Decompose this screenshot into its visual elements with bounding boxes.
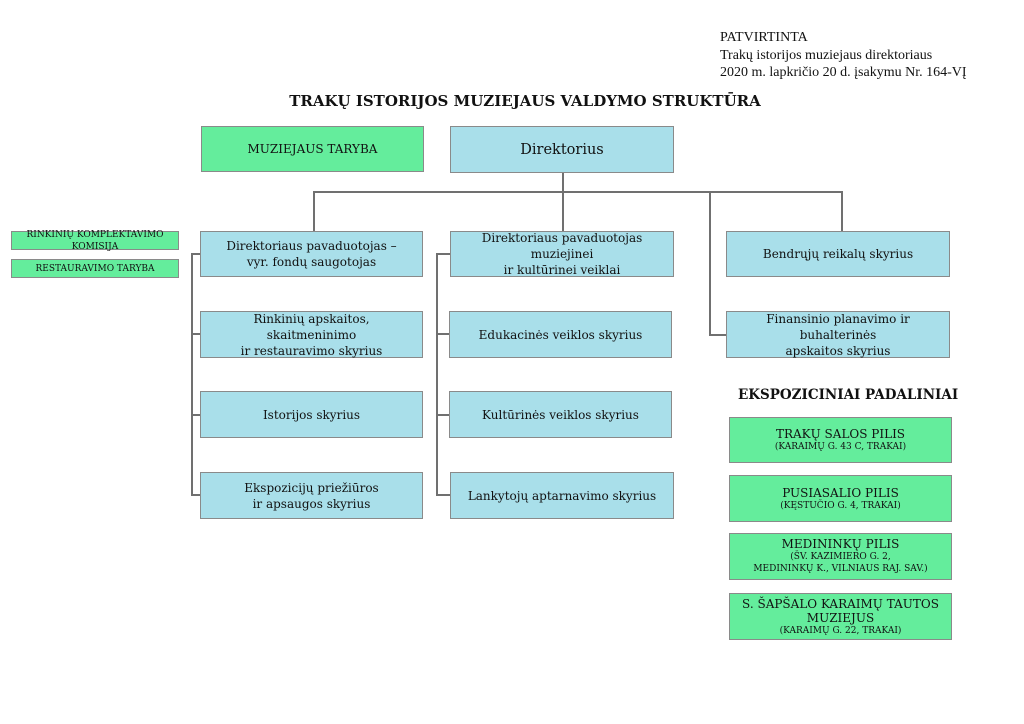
unit-line-1: Istorijos skyrius	[262, 407, 361, 422]
unit-line-1: Kultūrinės veiklos skyrius	[482, 407, 639, 422]
approval-note: PATVIRTINTA Trakų istorijos muziejaus di…	[720, 29, 967, 82]
restoration-council-box: RESTAURAVIMO TARYBA	[11, 259, 179, 278]
finance-unit: Finansinio planavimo ir buhalterinės aps…	[726, 311, 950, 358]
unit-line-1: Ekspozicijų priežiūros	[244, 480, 379, 495]
exposition-unit-name: S. ŠAPŠALO KARAIMŲ TAUTOS	[742, 596, 939, 611]
unit-line-2: ir apsaugos skyrius	[252, 496, 371, 511]
deputy-culture-box: Direktoriaus pavaduotojas muziejinei ir …	[450, 231, 674, 277]
exposition-unit-address: (KĘSTUČIO G. 4, TRAKAI)	[780, 500, 901, 511]
approval-line-1: PATVIRTINTA	[720, 30, 808, 45]
exposition-unit-karaim-museum: S. ŠAPŠALO KARAIMŲ TAUTOS MUZIEJUS (KARA…	[729, 593, 952, 640]
exposition-unit-address-2: MEDININKŲ K., VILNIAUS RAJ. SAV.)	[753, 564, 928, 574]
exposition-unit-island-castle: TRAKŲ SALOS PILIS (KARAIMŲ G. 43 C, TRAK…	[729, 417, 952, 463]
collection-commission-box: RINKINIŲ KOMPLEKTAVIMO KOMISIJA	[11, 229, 179, 252]
museum-council-label: MUZIEJAUS TARYBA	[247, 142, 378, 156]
general-affairs-unit: Bendrųjų reikalų skyrius	[726, 231, 950, 277]
history-unit: Istorijos skyrius	[200, 391, 423, 438]
approval-line-3: 2020 m. lapkričio 20 d. įsakymu Nr. 164-…	[720, 65, 967, 80]
collections-accounting-unit: Rinkinių apskaitos, skaitmeninimo ir res…	[200, 311, 423, 358]
exposition-unit-name: MEDININKŲ PILIS	[781, 537, 900, 551]
finance-line-1: Finansinio planavimo ir buhalterinės	[766, 311, 910, 342]
unit-line-1: Lankytojų aptarnavimo skyrius	[467, 488, 657, 503]
deputy-culture-line-2: ir kultūrinei veiklai	[503, 263, 621, 277]
director-label: Direktorius	[520, 141, 604, 158]
approval-line-2: Trakų istorijos muziejaus direktoriaus	[720, 47, 933, 63]
page-title: TRAKŲ ISTORIJOS MUZIEJAUS VALDYMO STRUKT…	[289, 92, 761, 110]
unit-line-2: ir restauravimo skyrius	[240, 343, 383, 358]
exposition-unit-address: (ŠV. KAZIMIERO G. 2,	[790, 552, 891, 562]
exposition-unit-address: (KARAIMŲ G. 43 C, TRAKAI)	[774, 442, 907, 452]
museum-council-box: MUZIEJAUS TARYBA	[201, 126, 424, 172]
exposition-unit-medininkai-castle: MEDININKŲ PILIS (ŠV. KAZIMIERO G. 2, MED…	[729, 533, 952, 580]
exposition-maintenance-unit: Ekspozicijų priežiūros ir apsaugos skyri…	[200, 472, 423, 519]
exposition-unit-peninsula-castle: PUSIASALIO PILIS (KĘSTUČIO G. 4, TRAKAI)	[729, 475, 952, 522]
exposition-heading: EKSPOZICINIAI PADALINIAI	[738, 387, 959, 403]
deputy-funds-line-1: Direktoriaus pavaduotojas –	[226, 239, 397, 253]
director-box: Direktorius	[450, 126, 674, 173]
exposition-unit-address: (KARAIMŲ G. 22, TRAKAI)	[779, 625, 902, 636]
deputy-funds-box: Direktoriaus pavaduotojas – vyr. fondų s…	[200, 231, 423, 277]
collection-commission-label: RINKINIŲ KOMPLEKTAVIMO KOMISIJA	[26, 229, 164, 252]
exposition-unit-name: PUSIASALIO PILIS	[782, 485, 899, 500]
unit-line-1: Edukacinės veiklos skyrius	[478, 327, 643, 342]
deputy-funds-line-2: vyr. fondų saugotojas	[246, 255, 377, 269]
finance-line-2: apskaitos skyrius	[785, 343, 891, 358]
education-unit: Edukacinės veiklos skyrius	[449, 311, 672, 358]
restoration-council-label: RESTAURAVIMO TARYBA	[35, 263, 155, 274]
visitor-service-unit: Lankytojų aptarnavimo skyrius	[450, 472, 674, 519]
general-affairs-label: Bendrųjų reikalų skyrius	[762, 247, 914, 261]
deputy-culture-line-1: Direktoriaus pavaduotojas muziejinei	[481, 231, 643, 261]
cultural-activity-unit: Kultūrinės veiklos skyrius	[449, 391, 672, 438]
unit-line-1: Rinkinių apskaitos, skaitmeninimo	[253, 311, 370, 342]
exposition-unit-name-2: MUZIEJUS	[806, 610, 875, 625]
exposition-unit-name: TRAKŲ SALOS PILIS	[775, 427, 906, 441]
